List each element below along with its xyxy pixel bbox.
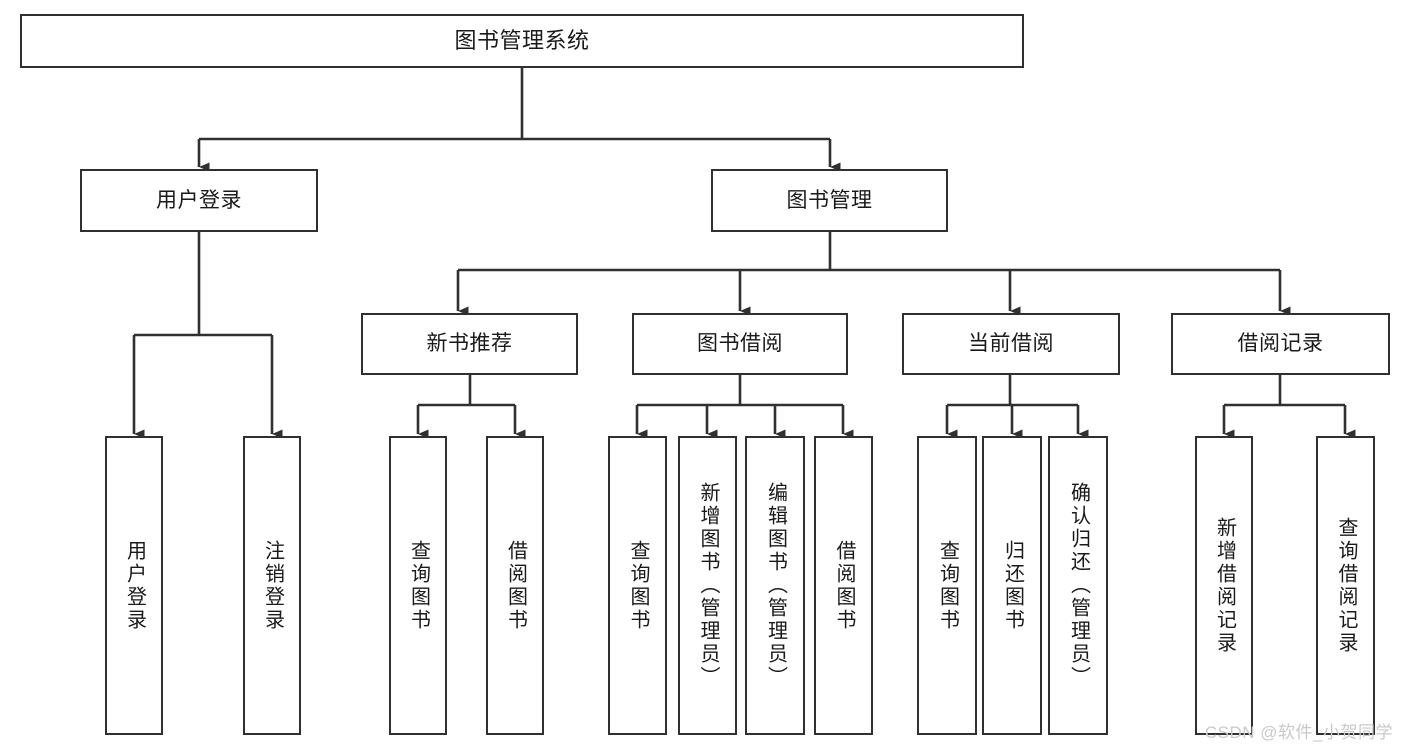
node-leaf-8[interactable]: 查询图书 <box>917 436 977 735</box>
node-leaf-11[interactable]: 新增借阅记录 <box>1195 436 1253 735</box>
node-label: 图书借阅 <box>697 332 783 356</box>
node-label: 图书管理系统 <box>454 27 590 53</box>
node-level3-1[interactable]: 图书借阅 <box>632 313 848 375</box>
node-label: 借阅记录 <box>1237 332 1324 356</box>
node-leaf-1[interactable]: 注销登录 <box>243 436 301 735</box>
node-label: 新增图书（管理员） <box>697 482 719 689</box>
node-label: 用户登录 <box>156 188 242 212</box>
node-label: 注销登录 <box>261 539 284 632</box>
node-label: 确认归还（管理员） <box>1067 482 1090 689</box>
node-leaf-6[interactable]: 编辑图书（管理员） <box>745 436 805 735</box>
node-level2-0[interactable]: 用户登录 <box>80 169 318 232</box>
node-leaf-3[interactable]: 借阅图书 <box>486 436 544 735</box>
node-leaf-2[interactable]: 查询图书 <box>389 436 447 735</box>
node-label: 编辑图书（管理员） <box>764 482 787 689</box>
node-level3-0[interactable]: 新书推荐 <box>361 313 578 375</box>
node-label: 归还图书 <box>1001 539 1024 632</box>
node-label: 查询图书 <box>407 539 430 632</box>
node-leaf-5[interactable]: 新增图书（管理员） <box>678 436 737 735</box>
node-leaf-0[interactable]: 用户登录 <box>105 436 163 735</box>
node-label: 当前借阅 <box>968 332 1054 356</box>
node-leaf-4[interactable]: 查询图书 <box>608 436 667 735</box>
node-label: 查询图书 <box>936 539 959 632</box>
node-label: 用户登录 <box>123 539 146 632</box>
node-label: 新增借阅记录 <box>1213 516 1236 655</box>
node-label: 借阅图书 <box>833 539 855 632</box>
node-leaf-9[interactable]: 归还图书 <box>982 436 1042 735</box>
node-root[interactable]: 图书管理系统 <box>20 14 1024 68</box>
node-label: 查询借阅记录 <box>1335 516 1357 655</box>
node-level2-1[interactable]: 图书管理 <box>711 169 948 232</box>
node-label: 借阅图书 <box>504 539 527 632</box>
node-level3-2[interactable]: 当前借阅 <box>902 313 1120 375</box>
node-leaf-10[interactable]: 确认归还（管理员） <box>1048 436 1108 735</box>
node-label: 新书推荐 <box>426 332 513 356</box>
node-leaf-7[interactable]: 借阅图书 <box>814 436 873 735</box>
node-leaf-12[interactable]: 查询借阅记录 <box>1316 436 1375 735</box>
node-label: 图书管理 <box>786 188 873 212</box>
node-level3-3[interactable]: 借阅记录 <box>1171 313 1390 375</box>
node-label: 查询图书 <box>627 539 649 632</box>
